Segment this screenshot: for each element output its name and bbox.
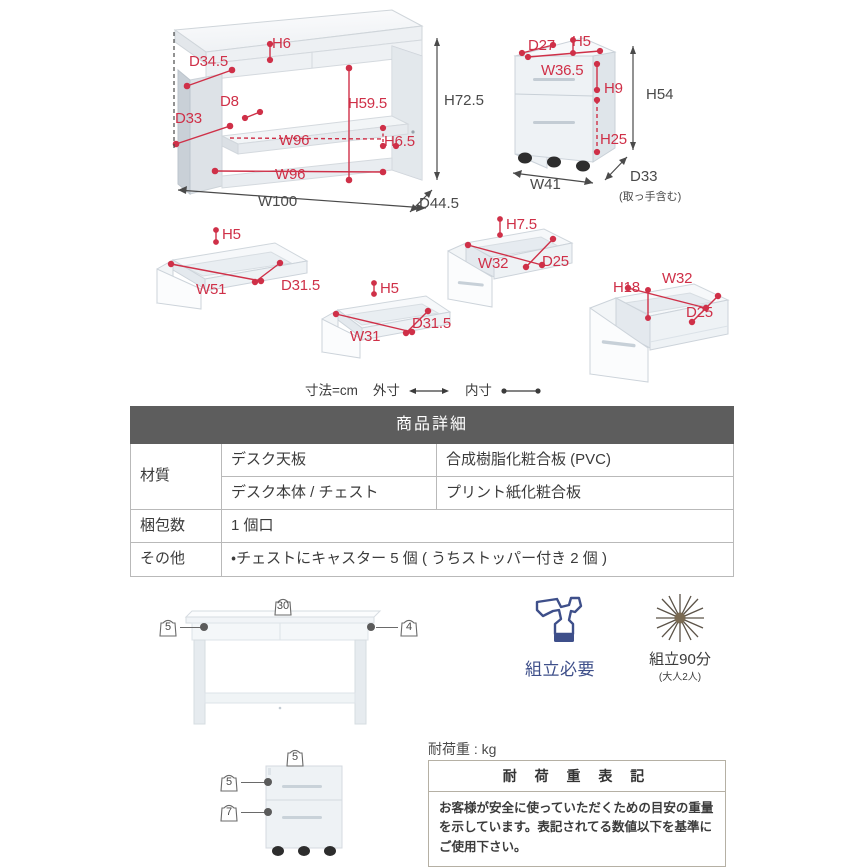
drawer1-dim-height: H5: [222, 226, 241, 243]
badge-anchor-dot: [264, 808, 272, 816]
drawer4-dim-depth: D25: [686, 304, 713, 321]
drill-icon: [535, 596, 583, 642]
desk-dim-clearance-height: H59.5: [348, 95, 388, 112]
desk-dim-outer-depth: D44.5: [419, 195, 460, 212]
row-label-other: その他: [130, 542, 222, 577]
table-title: 商品詳細: [130, 406, 734, 444]
desk-dim-outer-height: H72.5: [444, 92, 485, 109]
drawer4-dim-width: W32: [662, 270, 693, 287]
row-label-package: 梱包数: [130, 509, 222, 544]
desk-perspective-drawing: [173, 9, 424, 196]
table-row: 材質 デスク天板 合成樹脂化粧合板 (PVC): [130, 442, 734, 511]
desk-dim-outer-width: W100: [258, 193, 298, 210]
desk-dim-inner-width: W96: [275, 166, 306, 183]
weight-badge-chest-lower-drawer: 7: [218, 803, 240, 822]
desk-dim-side-depth: D33: [175, 110, 202, 127]
desk-dim-top-thickness: H6: [272, 35, 291, 52]
drawer1-dim-depth: D31.5: [281, 277, 321, 294]
chest-dim-outer-depth: D33: [630, 168, 658, 185]
load-capacity-caption: 耐荷重 : kg: [428, 741, 497, 757]
drawer3-dim-height: H7.5: [506, 216, 537, 233]
chest-dim-top-thickness: H5: [572, 33, 591, 50]
product-detail-table: 商品詳細 材質 デスク天板 合成樹脂化粧合板 (PVC) デスク本体 / チェス…: [130, 406, 734, 577]
drawer2-dim-height: H5: [380, 280, 399, 297]
legend-inner-label: 内寸: [464, 383, 492, 398]
drawer3-dim-depth: D25: [542, 253, 569, 270]
weight-badge-chest-top: 5: [284, 748, 306, 767]
assembly-time-sub: (大人2人): [658, 672, 702, 684]
weight-badge-chest-upper-drawer: 5: [218, 773, 240, 792]
drawer4-dim-height: H18: [613, 279, 640, 296]
assembly-required-block: 組立必要: [505, 596, 615, 680]
legend-units: 寸法=cm: [305, 383, 358, 398]
badge-lead-line: [180, 627, 202, 628]
badge-value: 5: [164, 621, 172, 633]
material-value-2: プリント紙化粧合板: [436, 475, 734, 511]
chest-dim-outer-width: W41: [530, 176, 561, 193]
dimension-legend: 寸法=cm 外寸 内寸: [305, 379, 542, 399]
table-header-row: 商品詳細: [130, 406, 734, 444]
load-capacity-notice: 耐 荷 重 表 記 お客様が安全に使っていただくための目安の重量を示しています。…: [428, 760, 726, 867]
weight-badge-desk-top: 30: [272, 597, 294, 616]
drawer2-dim-width: W31: [350, 328, 381, 345]
desk-dim-drawer-depth: D34.5: [189, 53, 229, 70]
badge-value: 5: [225, 776, 233, 788]
assembly-required-label: 組立必要: [525, 660, 595, 679]
outer-dim-symbol: [408, 388, 449, 395]
weight-badge-desk-left-drawer: 5: [157, 618, 179, 637]
assembly-time-block: 組立90分 (大人2人): [625, 594, 735, 683]
table-row: その他 ・チェストにキャスター 5 個 ( うちストッパー付き 2 個 ): [130, 542, 734, 577]
desk-dim-shelf-thickness: D8: [220, 93, 239, 110]
badge-lead-line: [241, 812, 266, 813]
other-value: ・チェストにキャスター 5 個 ( うちストッパー付き 2 個 ): [221, 542, 734, 577]
chest-perspective-drawing: [513, 37, 617, 172]
chest-elevation-drawing: [265, 765, 343, 856]
material-value-1: 合成樹脂化粧合板 (PVC): [436, 442, 734, 477]
badge-value: 30: [276, 600, 290, 612]
desk-dim-shelf-height: H6.5: [384, 133, 415, 150]
drawer2-dim-depth: D31.5: [412, 315, 452, 332]
chest-dim-outer-height: H54: [646, 86, 674, 103]
assembly-info: 組立必要 組立90分 (大人2人): [505, 594, 740, 683]
chest-dim-inner-width: W36.5: [541, 62, 584, 79]
badge-lead-line: [241, 782, 266, 783]
badge-value: 5: [291, 751, 299, 763]
chest-dim-lower-drawer-height: H25: [600, 131, 627, 148]
material-part-2: デスク本体 / チェスト: [221, 475, 437, 511]
chest-dim-upper-drawer-height: H9: [604, 80, 623, 97]
badge-lead-line: [376, 627, 398, 628]
weight-badge-desk-right-drawer: 4: [398, 618, 420, 637]
material-part-1: デスク天板: [221, 442, 437, 477]
badge-anchor-dot: [367, 623, 375, 631]
package-value: 1 個口: [221, 509, 734, 544]
inner-dim-symbol: [501, 388, 541, 395]
badge-value: 4: [405, 621, 413, 633]
drawer1-dim-width: W51: [196, 281, 227, 298]
chest-dim-depth-note: (取っ手含む): [619, 191, 682, 203]
chest-dim-top-depth: D27: [528, 37, 555, 54]
badge-anchor-dot: [264, 778, 272, 786]
desk-elevation-drawing: [184, 610, 382, 725]
badge-value: 7: [225, 806, 233, 818]
notice-title: 耐 荷 重 表 記: [429, 761, 725, 792]
row-label-material: 材質: [130, 442, 222, 511]
table-row: デスク本体 / チェスト プリント紙化粧合板: [131, 475, 734, 511]
assembly-time-label: 組立90分: [649, 651, 711, 668]
notice-body: お客様が安全に使っていただくための目安の重量を示しています。表記されてる数値以下…: [439, 801, 714, 854]
burst-icon: [656, 594, 704, 642]
legend-outer-label: 外寸: [372, 383, 400, 398]
badge-anchor-dot: [200, 623, 208, 631]
table-row: 梱包数 1 個口: [130, 509, 734, 544]
drawer3-dim-width: W32: [478, 255, 509, 272]
desk-dim-shelf-inner-width: W96: [279, 132, 310, 149]
